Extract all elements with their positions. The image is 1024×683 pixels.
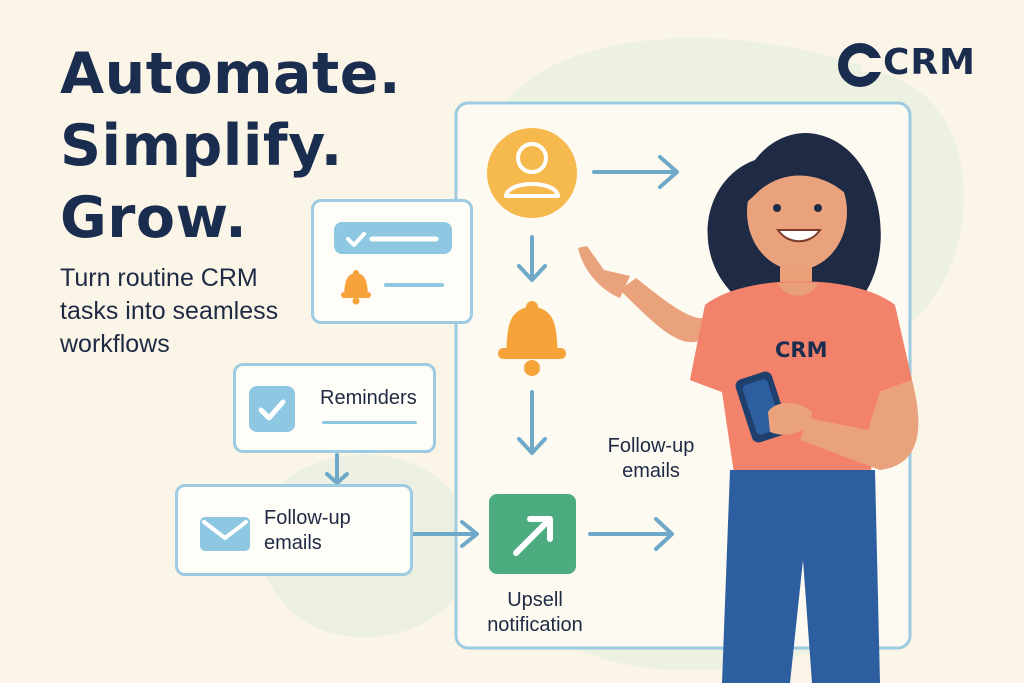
subtitle-line-2: tasks into seamless [60,297,279,325]
reminders-card: Reminders [233,363,436,453]
arrow-right-bottom [588,517,674,551]
logo-text: CRM [883,42,976,83]
check-icon [346,232,366,247]
reminders-label: Reminders [320,387,417,409]
raised-arm [620,278,712,343]
subtitle-line-1: Turn routine CRM [60,264,258,292]
trend-arrow-icon [489,494,576,574]
headline-line-2: Simplify. [60,113,343,179]
checklist-card-graphics [334,222,452,305]
headline-line-3: Grow. [60,185,248,251]
subtitle-line-3: workflows [60,330,170,358]
upsell-label: Upsell notification [470,588,600,638]
subtitle: Turn routine CRM tasks into seamless wor… [60,262,360,361]
logo-c-icon [838,43,882,87]
shirt-logo-text: CRM [775,338,828,362]
arrow-reminders-to-followup [325,453,349,485]
small-bell-icon [341,270,371,305]
upsell-label-line-2: notification [487,614,583,636]
headline-line-1: Automate. [60,41,402,107]
pants [722,470,880,683]
upsell-label-line-1: Upsell [507,589,563,611]
arrow-card-to-panel [411,520,479,548]
headline: Automate. Simplify. Grow. [60,38,401,254]
reminders-underline [322,421,417,424]
woman-illustration [578,132,919,683]
followup-card-label: Follow-up emails [264,506,351,556]
followup-card: Follow-up emails [175,484,413,576]
reminders-check-icon [249,386,295,432]
envelope-icon [200,517,250,551]
followup-card-label-line-2: emails [264,532,322,554]
arrow-down-2 [517,390,547,455]
followup-side-label-line-2: emails [622,460,680,482]
arrow-right-top [592,155,679,189]
followup-side-label-line-1: Follow-up [607,435,695,457]
user-icon [487,128,577,218]
followup-card-label-line-1: Follow-up [264,507,351,529]
checklist-card [311,199,473,324]
followup-side-label: Follow-up emails [593,434,709,484]
bell-icon [498,301,566,376]
arrow-down-1 [517,235,547,282]
